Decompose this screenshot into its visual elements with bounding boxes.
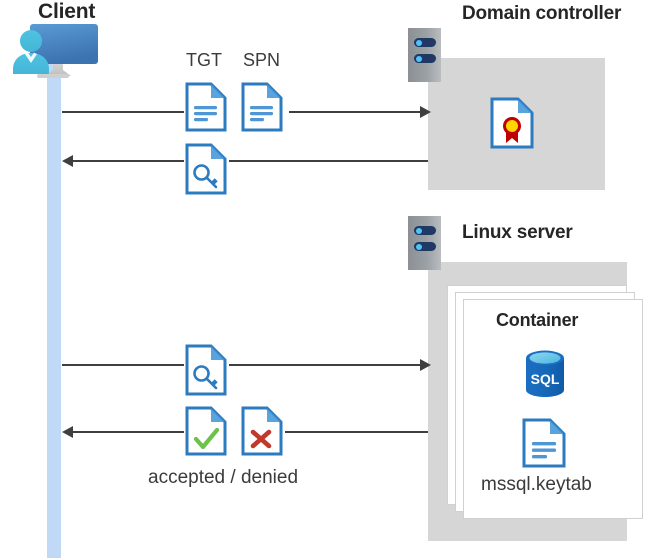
flow-linux-to-client-arrowhead — [62, 426, 73, 438]
flow-dc-to-client-segment-a — [73, 160, 184, 162]
flow-client-to-dc-arrowhead — [420, 106, 431, 118]
flow-client-to-linux-segment-b — [229, 364, 422, 366]
ticket-key-document-icon — [185, 143, 227, 195]
flow-dc-to-client-segment-b — [229, 160, 428, 162]
tgt-document-icon — [185, 82, 227, 132]
container-title: Container — [496, 310, 579, 330]
spn-document-icon — [241, 82, 283, 132]
server-rack-icon — [408, 216, 441, 270]
client-workstation-icon — [12, 22, 100, 89]
ticket-key-document-icon — [185, 344, 227, 396]
certificate-document-icon — [490, 97, 534, 149]
flow-client-to-dc-segment-b — [289, 111, 422, 113]
client-title: Client — [38, 0, 96, 23]
flow-dc-to-client-arrowhead — [62, 155, 73, 167]
tgt-label: TGT — [186, 50, 222, 70]
denied-document-icon — [241, 406, 283, 456]
keytab-filename-label: mssql.keytab — [481, 474, 592, 495]
spn-label: SPN — [243, 50, 281, 70]
flow-client-to-linux-segment-a — [62, 364, 184, 366]
flow-client-to-linux-arrowhead — [420, 359, 431, 371]
linux-server-title: Linux server — [462, 222, 573, 243]
flow-client-to-dc-segment-a — [62, 111, 184, 113]
container-card-front — [463, 299, 643, 519]
client-lifeline — [47, 62, 61, 558]
accepted-denied-label: accepted / denied — [148, 467, 299, 488]
flow-linux-to-client-segment-a — [73, 431, 184, 433]
server-rack-icon — [408, 28, 441, 82]
domain-controller-title: Domain controller — [462, 3, 622, 24]
accepted-document-icon — [185, 406, 227, 456]
keytab-document-icon — [522, 418, 566, 468]
flow-linux-to-client-segment-b — [285, 431, 428, 433]
svg-text:SQL: SQL — [531, 371, 560, 387]
sql-database-icon: SQL — [522, 348, 568, 400]
